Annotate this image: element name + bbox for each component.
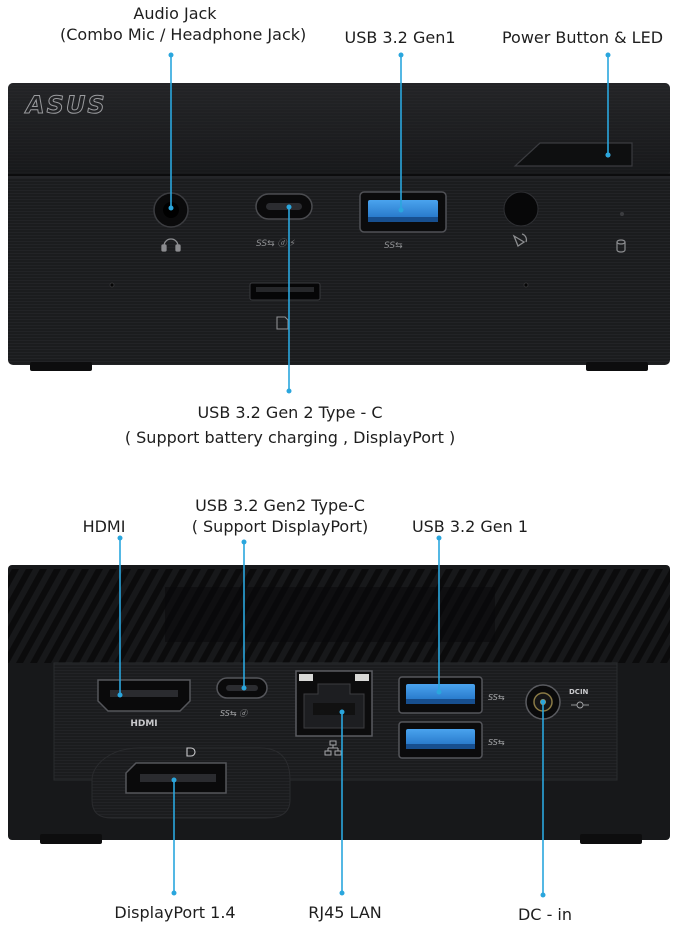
hdmi-port[interactable] xyxy=(97,679,191,712)
displayport-port[interactable] xyxy=(125,762,227,794)
rear-left-foot xyxy=(40,834,102,844)
superspeed-icon-bottom: SS⇆ xyxy=(488,738,505,747)
front-chassis xyxy=(8,83,670,371)
lan-label: RJ45 LAN xyxy=(308,903,382,922)
dcin-label: DC - in xyxy=(517,905,573,924)
callout-lan xyxy=(339,709,345,896)
callout-lines xyxy=(117,52,611,898)
rj45-lan-port[interactable] xyxy=(295,670,373,737)
rear-usb-a-port-top[interactable] xyxy=(398,676,483,714)
front-usb-a-port[interactable] xyxy=(359,191,447,233)
callout-front-usbc xyxy=(286,204,292,394)
rear-usbc-title: USB 3.2 Gen2 Type-C xyxy=(195,496,365,515)
front-usbc-label: USB 3.2 Gen 2 Type - C ( Support battery… xyxy=(120,402,460,448)
callout-audio-jack xyxy=(168,52,174,211)
superspeed-icon-top: SS⇆ xyxy=(488,693,505,702)
rear-usb-a-port-bottom[interactable] xyxy=(398,721,483,759)
card-reader-slot[interactable] xyxy=(249,282,321,301)
svg-text:SS⇆ ⓓ ⚡: SS⇆ ⓓ ⚡ xyxy=(256,238,296,249)
dc-polarity-icon xyxy=(571,701,589,709)
storage-drive-icon xyxy=(616,239,626,253)
rear-usbc-subtitle: ( Support DisplayPort) xyxy=(191,517,369,536)
hdmi-port-text: HDMI xyxy=(130,719,157,729)
front-right-foot xyxy=(586,362,648,371)
rear-usbc-label: USB 3.2 Gen2 Type-C ( Support DisplayPor… xyxy=(180,495,380,537)
front-usbc-title: USB 3.2 Gen 2 Type - C xyxy=(197,403,383,422)
callout-front-usb-gen1 xyxy=(398,52,404,213)
vent-grille xyxy=(0,560,679,670)
displayport-label: DisplayPort 1.4 xyxy=(114,903,236,922)
front-left-foot xyxy=(30,362,92,371)
right-mic-hole xyxy=(523,282,529,288)
callout-rear-usbc xyxy=(241,539,247,691)
svg-text:SS⇆ ⓓ: SS⇆ ⓓ xyxy=(220,709,249,718)
callout-dcin xyxy=(540,699,546,898)
asus-logo: ASUS xyxy=(24,91,107,119)
front-usb-gen1-label: USB 3.2 Gen1 xyxy=(344,28,456,47)
callout-power-button xyxy=(605,52,611,158)
audio-jack-label: Audio Jack (Combo Mic / Headphone Jack) xyxy=(60,3,307,45)
dcin-port-text: DCIN xyxy=(569,688,589,696)
sd-card-icon xyxy=(276,316,289,330)
front-usbc-port[interactable] xyxy=(255,193,313,220)
front-top-lid xyxy=(8,83,670,175)
voice-button[interactable] xyxy=(503,191,539,227)
network-icon xyxy=(324,740,342,756)
displayport-icon xyxy=(186,747,196,757)
superspeed-10-battery-icon: SS⇆ ⓓ ⚡ xyxy=(256,238,296,249)
rear-usb-gen1-label: USB 3.2 Gen 1 xyxy=(411,517,529,536)
power-button-label: Power Button & LED xyxy=(501,28,664,47)
voice-assistant-icon xyxy=(512,233,528,247)
audio-jack-subtitle: (Combo Mic / Headphone Jack) xyxy=(60,25,307,44)
superspeed-icon: SS⇆ xyxy=(384,241,403,251)
superspeed-10-dp-icon: SS⇆ ⓓ xyxy=(220,709,249,718)
front-usbc-subtitle: ( Support battery charging , DisplayPort… xyxy=(124,428,456,447)
svg-text:SS⇆: SS⇆ xyxy=(384,241,403,251)
hdmi-label: HDMI xyxy=(82,517,126,536)
callout-displayport xyxy=(171,777,177,896)
audio-jack-title: Audio Jack xyxy=(133,4,217,23)
rear-right-foot xyxy=(580,834,642,844)
left-mic-hole xyxy=(109,282,115,288)
callout-hdmi xyxy=(117,535,123,698)
headset-mic-icon xyxy=(161,238,181,252)
callout-rear-usb-gen1 xyxy=(436,535,442,695)
storage-led xyxy=(620,212,624,216)
